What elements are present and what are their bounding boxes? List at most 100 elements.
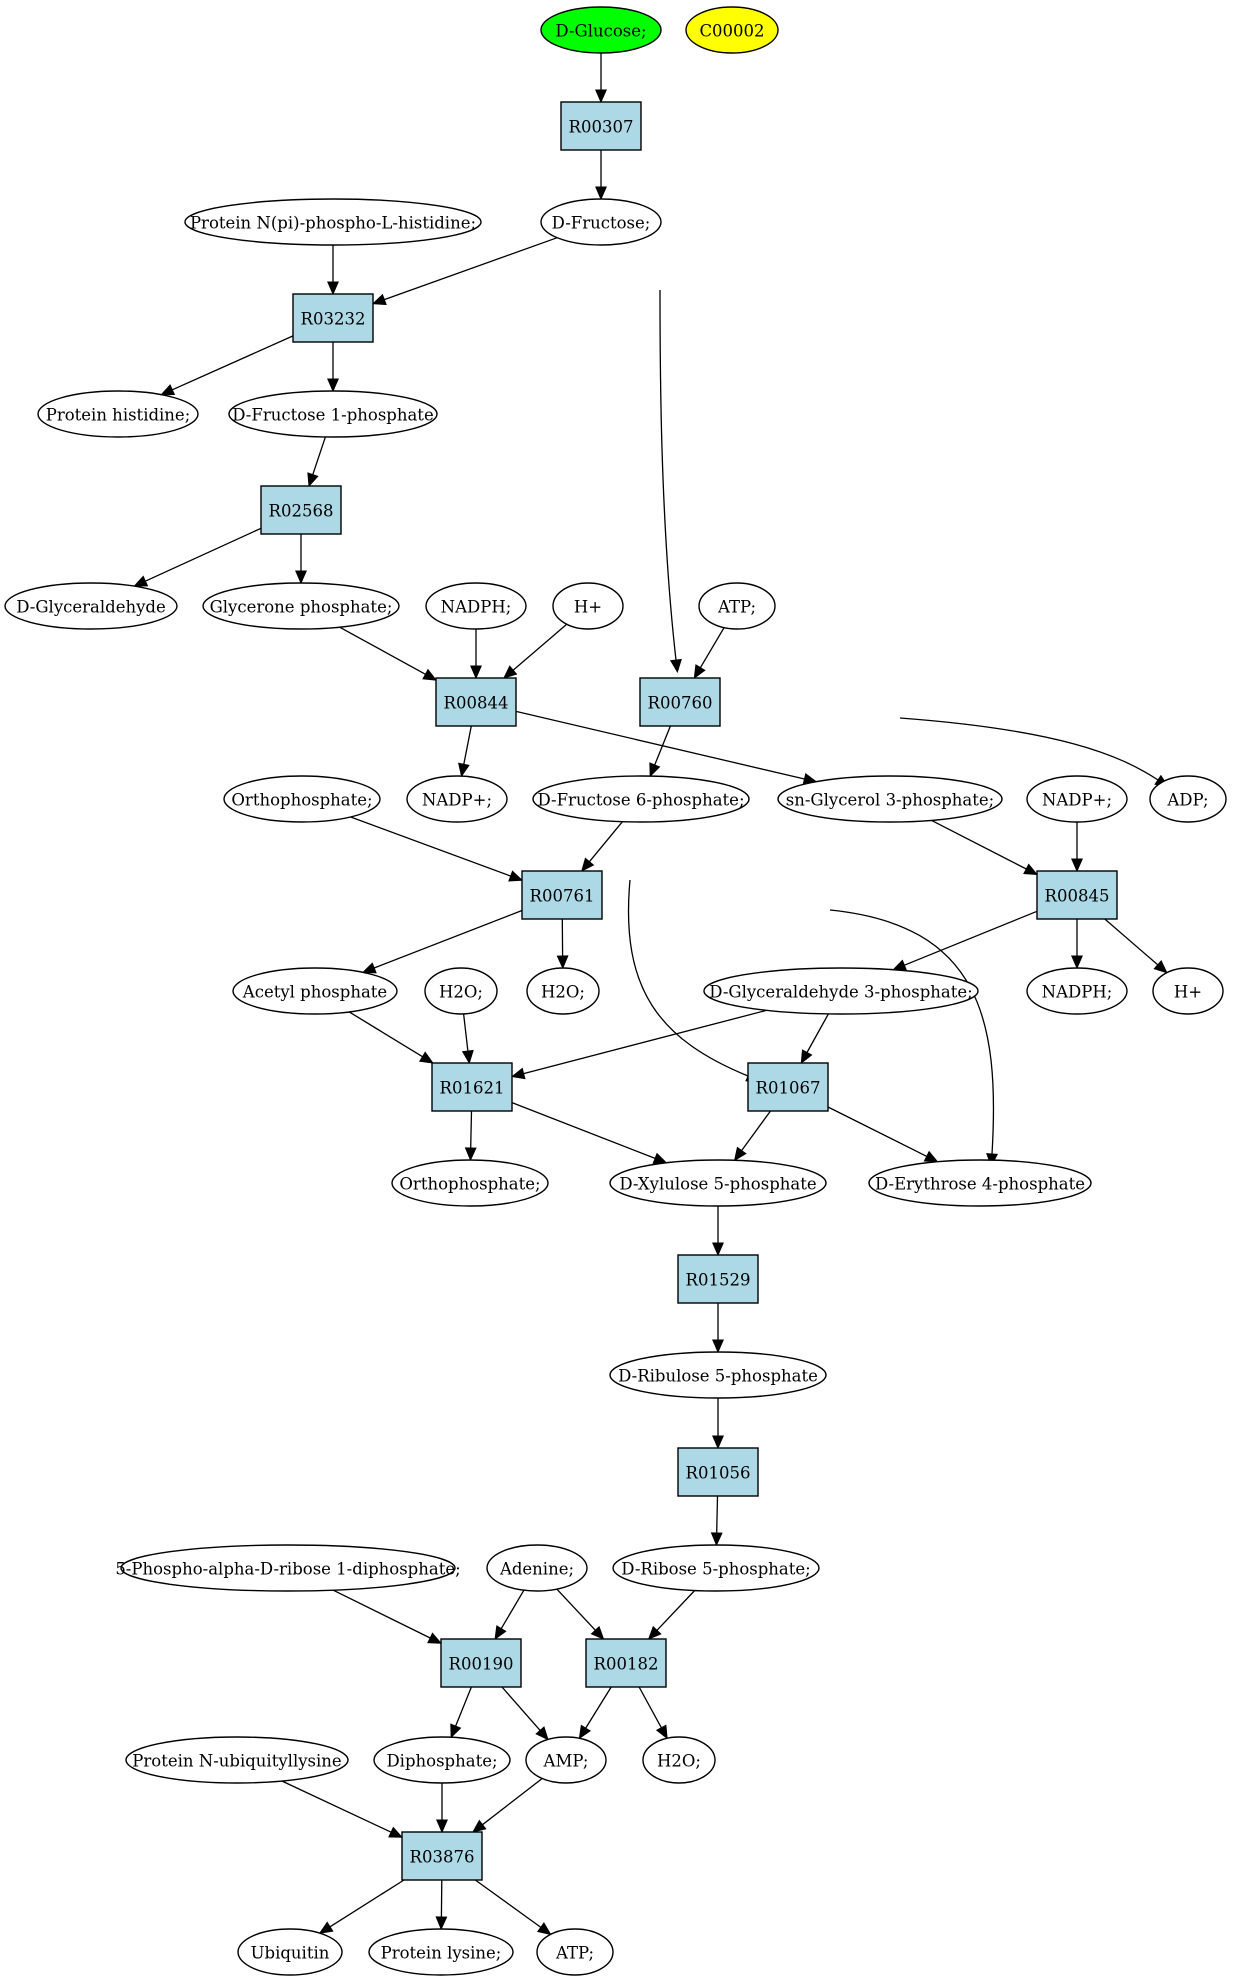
node-prpp[interactable]: 5-Phospho-alpha-D-ribose 1-diphosphate;: [115, 1544, 461, 1592]
compound-ellipse[interactable]: [1026, 775, 1128, 823]
reaction-box[interactable]: [677, 1447, 759, 1497]
node-adp[interactable]: ADP;: [1149, 775, 1227, 823]
reaction-box[interactable]: [560, 101, 642, 151]
node-nadp-1[interactable]: NADP+;: [406, 775, 508, 823]
compound-ellipse[interactable]: [612, 1544, 820, 1592]
compound-ellipse[interactable]: [120, 1544, 456, 1592]
node-r01067[interactable]: R01067: [747, 1062, 829, 1112]
node-r00190[interactable]: R00190: [440, 1638, 522, 1688]
compound-ellipse[interactable]: [202, 582, 400, 630]
node-r01056[interactable]: R01056: [677, 1447, 759, 1497]
node-r00307[interactable]: R00307: [560, 101, 642, 151]
compound-ellipse[interactable]: [868, 1159, 1092, 1207]
node-r00844[interactable]: R00844: [435, 677, 517, 727]
node-r00182[interactable]: R00182: [585, 1638, 667, 1688]
compound-ellipse[interactable]: [237, 1928, 343, 1976]
compound-ellipse[interactable]: [406, 775, 508, 823]
reaction-box[interactable]: [747, 1062, 829, 1112]
compound-ellipse[interactable]: [424, 967, 498, 1015]
node-protein-nphospho[interactable]: Protein N(pi)-phospho-L-histidine;: [184, 198, 482, 246]
node-r03232[interactable]: R03232: [292, 293, 374, 343]
reaction-box[interactable]: [431, 1062, 513, 1112]
compound-ellipse[interactable]: [609, 1159, 827, 1207]
node-r00845[interactable]: R00845: [1036, 870, 1118, 920]
node-d-glucose[interactable]: D-Glucose;: [540, 6, 662, 54]
compound-ellipse[interactable]: [552, 582, 624, 630]
compound-ellipse[interactable]: [540, 6, 662, 54]
node-sn-glycerol-3p[interactable]: sn-Glycerol 3-phosphate;: [777, 775, 1003, 823]
compound-ellipse[interactable]: [540, 198, 662, 246]
node-nadph-1[interactable]: NADPH;: [425, 582, 527, 630]
compound-ellipse[interactable]: [1026, 967, 1128, 1015]
compound-ellipse[interactable]: [777, 775, 1003, 823]
reaction-box[interactable]: [639, 677, 721, 727]
node-atp-2[interactable]: ATP;: [536, 1928, 614, 1976]
compound-ellipse[interactable]: [373, 1736, 511, 1784]
compound-ellipse[interactable]: [536, 1928, 614, 1976]
compound-ellipse[interactable]: [391, 1159, 549, 1207]
compound-ellipse[interactable]: [1149, 775, 1227, 823]
node-r00760[interactable]: R00760: [639, 677, 721, 727]
node-d-fructose-1p[interactable]: D-Fructose 1-phosphate: [228, 390, 438, 438]
compound-ellipse[interactable]: [685, 6, 779, 54]
node-r02568[interactable]: R02568: [260, 485, 342, 535]
reaction-box[interactable]: [292, 293, 374, 343]
node-d-fructose-6p[interactable]: D-Fructose 6-phosphate;: [532, 775, 750, 823]
reaction-box[interactable]: [1036, 870, 1118, 920]
node-r01529[interactable]: R01529: [677, 1254, 759, 1304]
reaction-box[interactable]: [585, 1638, 667, 1688]
compound-ellipse[interactable]: [223, 775, 381, 823]
node-hplus-1[interactable]: H+: [552, 582, 624, 630]
node-d-glyceraldehyde[interactable]: D-Glyceraldehyde: [4, 582, 178, 630]
node-protein-lysine[interactable]: Protein lysine;: [368, 1928, 514, 1976]
node-acetyl-p[interactable]: Acetyl phosphate: [232, 967, 398, 1015]
node-d-ribulose-5p[interactable]: D-Ribulose 5-phosphate: [609, 1351, 827, 1399]
node-h2o-2[interactable]: H2O;: [526, 967, 600, 1015]
node-protein-histidine[interactable]: Protein histidine;: [37, 390, 199, 438]
compound-ellipse[interactable]: [609, 1351, 827, 1399]
node-h2o-1[interactable]: H2O;: [424, 967, 498, 1015]
compound-ellipse[interactable]: [228, 390, 438, 438]
compound-ellipse[interactable]: [698, 582, 776, 630]
node-nadph-2[interactable]: NADPH;: [1026, 967, 1128, 1015]
compound-ellipse[interactable]: [232, 967, 398, 1015]
reaction-box[interactable]: [677, 1254, 759, 1304]
compound-ellipse[interactable]: [703, 967, 979, 1015]
node-orthophosphate-1[interactable]: Orthophosphate;: [223, 775, 381, 823]
compound-ellipse[interactable]: [125, 1736, 349, 1784]
compound-ellipse[interactable]: [486, 1544, 588, 1592]
compound-ellipse[interactable]: [526, 967, 600, 1015]
reaction-box[interactable]: [401, 1831, 483, 1881]
node-r00761[interactable]: R00761: [521, 870, 603, 920]
compound-ellipse[interactable]: [4, 582, 178, 630]
reaction-box[interactable]: [440, 1638, 522, 1688]
node-d-ribose-5p[interactable]: D-Ribose 5-phosphate;: [612, 1544, 820, 1592]
node-d-fructose[interactable]: D-Fructose;: [540, 198, 662, 246]
node-c00002[interactable]: C00002: [685, 6, 779, 54]
compound-ellipse[interactable]: [368, 1928, 514, 1976]
node-h2o-3[interactable]: H2O;: [642, 1736, 716, 1784]
node-hplus-2[interactable]: H+: [1152, 967, 1224, 1015]
node-ubiquitin[interactable]: Ubiquitin: [237, 1928, 343, 1976]
compound-ellipse[interactable]: [532, 775, 750, 823]
node-d-glyceraldehyde-3p[interactable]: D-Glyceraldehyde 3-phosphate;: [703, 967, 979, 1015]
node-diphosphate[interactable]: Diphosphate;: [373, 1736, 511, 1784]
reaction-box[interactable]: [435, 677, 517, 727]
node-glycerone-p[interactable]: Glycerone phosphate;: [202, 582, 400, 630]
node-atp-1[interactable]: ATP;: [698, 582, 776, 630]
compound-ellipse[interactable]: [1152, 967, 1224, 1015]
node-d-erythrose-4p[interactable]: D-Erythrose 4-phosphate: [868, 1159, 1092, 1207]
reaction-box[interactable]: [521, 870, 603, 920]
compound-ellipse[interactable]: [642, 1736, 716, 1784]
node-adenine[interactable]: Adenine;: [486, 1544, 588, 1592]
compound-ellipse[interactable]: [37, 390, 199, 438]
compound-ellipse[interactable]: [525, 1736, 607, 1784]
node-r03876[interactable]: R03876: [401, 1831, 483, 1881]
node-d-xylulose-5p[interactable]: D-Xylulose 5-phosphate: [609, 1159, 827, 1207]
compound-ellipse[interactable]: [184, 198, 482, 246]
node-nadp-2[interactable]: NADP+;: [1026, 775, 1128, 823]
node-r01621[interactable]: R01621: [431, 1062, 513, 1112]
node-amp[interactable]: AMP;: [525, 1736, 607, 1784]
node-protein-n-ubiq[interactable]: Protein N-ubiquityllysine: [125, 1736, 349, 1784]
node-orthophosphate-2[interactable]: Orthophosphate;: [391, 1159, 549, 1207]
